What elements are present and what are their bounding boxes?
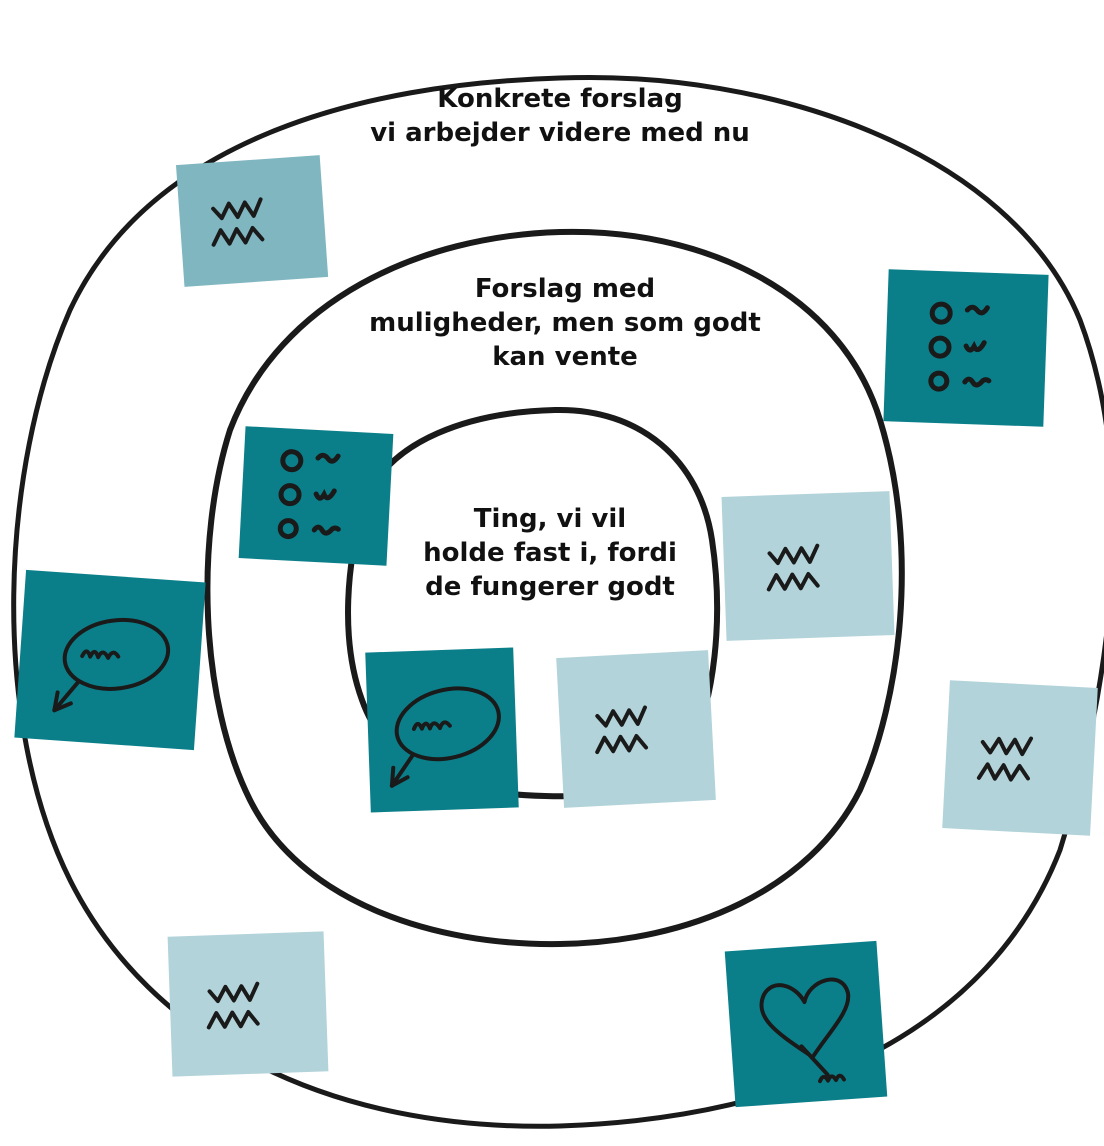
sticky-note-outer-top-left [175, 155, 329, 287]
sticky-note-inner-bottom-right [556, 650, 716, 808]
sticky-note-outer-bottom-right [724, 940, 888, 1108]
middle-ring [204, 228, 905, 948]
inner-ring-label: Ting, vi vil holde fast i, fordi de fung… [423, 504, 677, 602]
sticky-note-middle-right [721, 491, 895, 641]
sticky-note-outer-bottom-left [167, 931, 329, 1077]
sticky-note-outer-top-right [883, 269, 1049, 427]
outer-ring-label: Konkrete forslag vi arbejder videre med … [370, 84, 750, 148]
sticky-note-inner-bottom-left [365, 647, 519, 813]
sticky-note-outer-left [14, 569, 206, 751]
outer-ring [11, 74, 1104, 1129]
sticky-note-outer-right [942, 680, 1098, 836]
sticky-note-middle-left [238, 426, 394, 566]
middle-ring-label: Forslag med muligheder, men som godt kan… [369, 274, 761, 372]
